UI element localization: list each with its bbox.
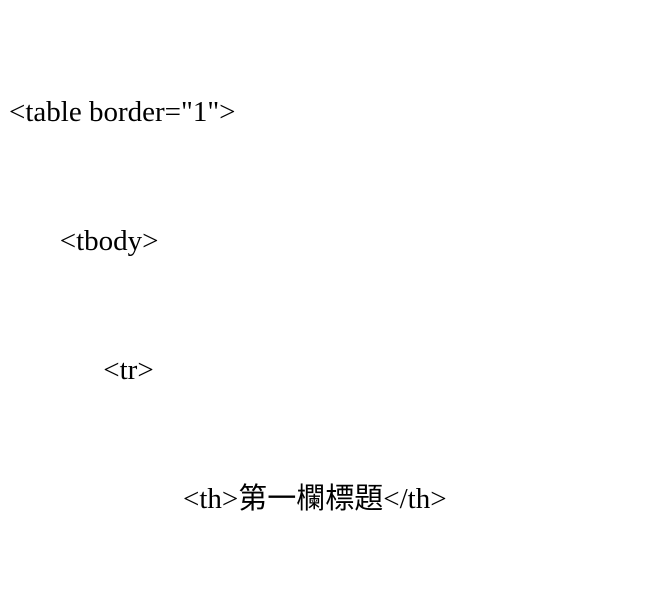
code-line-table-open: <table border="1">: [9, 96, 236, 128]
code-line-tbody-open: <tbody>: [9, 225, 159, 257]
code-line-th-1: <th>第一欄標題</th>: [9, 483, 447, 515]
code-line-tr-open-1: <tr>: [9, 354, 154, 386]
